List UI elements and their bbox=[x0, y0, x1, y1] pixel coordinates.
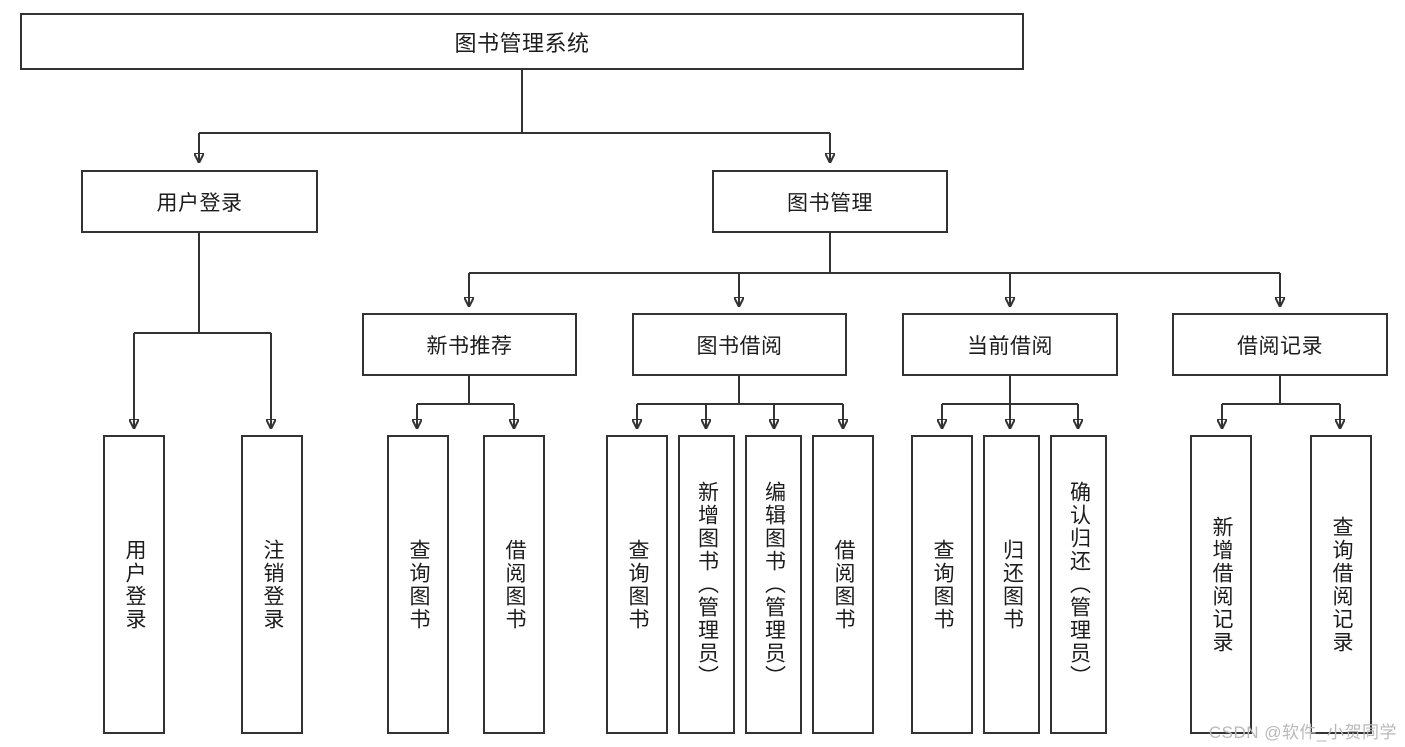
leaf-borrow-record-query[interactable]: 查询借阅记录 bbox=[1310, 435, 1372, 734]
leaf-book-borrow-query[interactable]: 查询图书 bbox=[606, 435, 668, 734]
node-book-management[interactable]: 图书管理 bbox=[712, 170, 948, 233]
leaf-user-login-login[interactable]: 用户登录 bbox=[103, 435, 165, 734]
node-borrow-record[interactable]: 借阅记录 bbox=[1172, 313, 1388, 376]
node-book-borrow[interactable]: 图书借阅 bbox=[632, 313, 847, 376]
leaf-current-borrow-query[interactable]: 查询图书 bbox=[911, 435, 973, 734]
leaf-new-book-query[interactable]: 查询图书 bbox=[387, 435, 449, 734]
node-new-book-recommend[interactable]: 新书推荐 bbox=[362, 313, 577, 376]
leaf-user-login-logout[interactable]: 注销登录 bbox=[241, 435, 303, 734]
leaf-book-borrow-borrow[interactable]: 借阅图书 bbox=[812, 435, 874, 734]
leaf-book-borrow-edit[interactable]: 编辑图书（管理员） bbox=[745, 435, 802, 734]
leaf-new-book-borrow[interactable]: 借阅图书 bbox=[483, 435, 545, 734]
watermark-text: CSDN @软件_小贺同学 bbox=[1208, 723, 1397, 742]
leaf-current-borrow-confirm[interactable]: 确认归还（管理员） bbox=[1050, 435, 1107, 734]
node-root[interactable]: 图书管理系统 bbox=[20, 13, 1024, 70]
node-user-login[interactable]: 用户登录 bbox=[81, 170, 318, 233]
node-current-borrow[interactable]: 当前借阅 bbox=[902, 313, 1118, 376]
leaf-book-borrow-add[interactable]: 新增图书（管理员） bbox=[678, 435, 735, 734]
leaf-borrow-record-add[interactable]: 新增借阅记录 bbox=[1190, 435, 1252, 734]
leaf-current-borrow-return[interactable]: 归还图书 bbox=[983, 435, 1040, 734]
